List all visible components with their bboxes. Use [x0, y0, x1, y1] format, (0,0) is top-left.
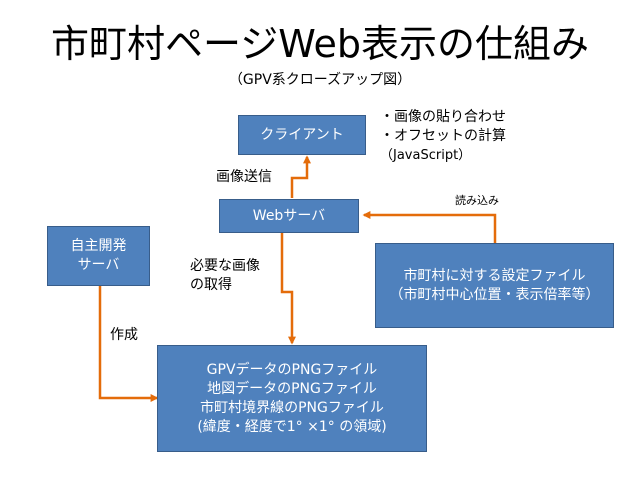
page-title: 市町村ページWeb表示の仕組み	[50, 22, 590, 66]
png-files-label-line: (緯度・経度で1° ×1° の領域)	[197, 418, 387, 435]
config-file-box: 市町村に対する設定ファイル （市町村中心位置・表示倍率等）	[375, 243, 614, 328]
webserver-label: Webサーバ	[252, 207, 326, 224]
png-files-label-line: 市町村境界線のPNGファイル	[200, 399, 384, 416]
webserver-box: Webサーバ	[219, 199, 359, 233]
create-label: 作成	[110, 327, 138, 343]
arrow-config-to-webserver	[362, 210, 497, 243]
needed-images-line: 必要な画像	[190, 258, 260, 274]
config-file-label-line: （市町村中心位置・表示倍率等）	[389, 286, 600, 303]
page-subtitle: （GPV系クローズアップ図）	[228, 72, 412, 88]
needed-images-label: 必要な画像 の取得	[190, 257, 260, 295]
client-box: クライアント	[238, 115, 366, 155]
arrow-webserver-to-png	[280, 232, 297, 345]
client-task-line: ・オフセットの計算	[380, 128, 506, 144]
png-files-box: GPVデータのPNGファイル 地図データのPNGファイル 市町村境界線のPNGフ…	[157, 345, 427, 452]
image-send-label: 画像送信	[216, 169, 272, 185]
client-label: クライアント	[260, 126, 344, 143]
png-files-label-line: 地図データのPNGファイル	[207, 380, 377, 397]
own-server-box: 自主開発 サーバ	[47, 226, 150, 286]
needed-images-line: の取得	[190, 277, 232, 293]
client-task-line: ・画像の貼り合わせ	[380, 109, 506, 125]
arrow-webserver-to-client	[290, 155, 312, 198]
own-server-label-line: 自主開発	[70, 238, 127, 254]
client-tasks-note: ・画像の貼り合わせ ・オフセットの計算 （JavaScript）	[380, 108, 506, 165]
png-files-label-line: GPVデータのPNGファイル	[206, 361, 378, 378]
arrow-ownserver-to-png	[98, 286, 159, 403]
config-file-label-line: 市町村に対する設定ファイル	[403, 267, 586, 284]
read-in-label: 読み込み	[455, 194, 499, 207]
client-task-line: （JavaScript）	[380, 148, 472, 163]
own-server-label-line: サーバ	[77, 257, 120, 273]
